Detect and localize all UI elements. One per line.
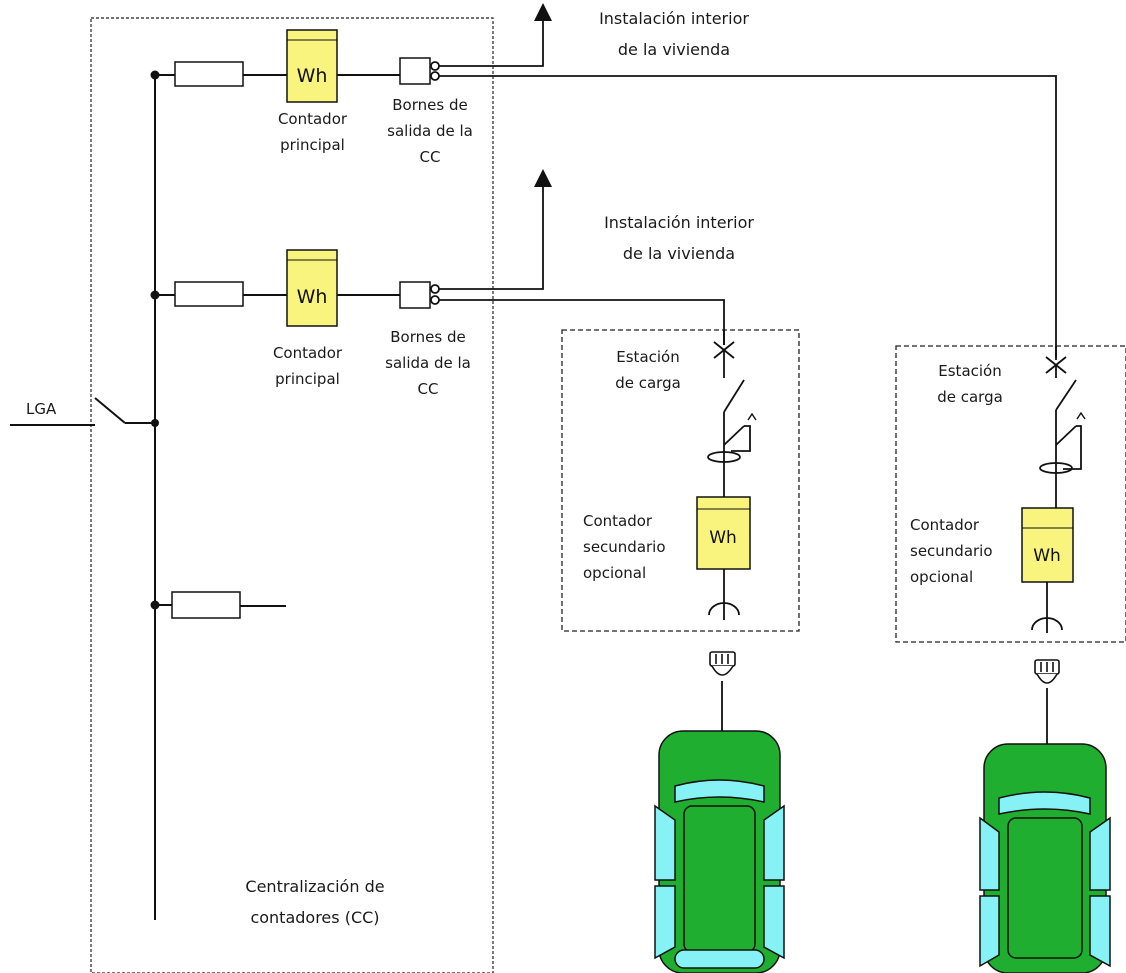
secondary-meter-label-line: opcional — [910, 568, 974, 586]
terminals-label-line: CC — [419, 148, 441, 166]
car-icon — [654, 730, 785, 973]
output-terminals — [399, 281, 431, 309]
station-label: Estación de carga — [920, 358, 1020, 410]
main-meter-label-line: principal — [280, 136, 345, 154]
cc-enclosure — [90, 17, 494, 973]
cc-label-line: Centralización de — [245, 877, 385, 896]
interior-label: Instalación interior de la vivienda — [570, 210, 788, 267]
main-meter-label: Contador principal — [240, 340, 375, 392]
meter-symbol: Wh — [297, 65, 328, 87]
main-meter-label-line: principal — [275, 370, 340, 388]
terminals-label-line: CC — [417, 380, 439, 398]
output-terminals — [399, 57, 431, 85]
terminals-label-line: salida de la — [385, 354, 471, 372]
secondary-meter: Wh — [696, 496, 751, 570]
main-meter: Wh — [286, 29, 338, 103]
meter-symbol: Wh — [709, 528, 737, 548]
vehicle-2 — [979, 659, 1111, 973]
terminals-label: Bornes de salida de la CC — [370, 92, 490, 170]
car-icon — [979, 743, 1111, 973]
interior-label-line: de la vivienda — [617, 40, 731, 59]
main-meter-label-line: Contador — [277, 110, 348, 128]
main-meter: Wh — [286, 249, 338, 327]
meter-symbol: Wh — [297, 286, 328, 308]
main-meter-label-line: Contador — [272, 344, 343, 362]
cc-label-line: contadores (CC) — [250, 908, 380, 927]
secondary-meter-label-line: Contador — [910, 516, 980, 534]
terminals-label-line: Bornes de — [390, 328, 466, 346]
fuse — [174, 61, 244, 87]
secondary-meter-label-line: secundario — [583, 538, 666, 556]
station-enclosure — [895, 345, 1126, 643]
supply-row-2: Wh — [150, 249, 440, 327]
fuse — [171, 591, 241, 619]
station-label-line: Estación — [616, 348, 680, 366]
interior-label: Instalación interior de la vivienda — [565, 6, 783, 63]
charging-station-2: Wh — [895, 345, 1126, 643]
busbar-node — [151, 419, 159, 427]
secondary-meter-label-line: secundario — [910, 542, 993, 560]
interior-label-line: Instalación interior — [599, 9, 749, 28]
charging-station-1: Wh — [561, 329, 800, 632]
station-label-line: Estación — [938, 362, 1002, 380]
secondary-meter-label: Contador secundario opcional — [583, 508, 666, 586]
terminals-label: Bornes de salida de la CC — [368, 324, 488, 402]
secondary-meter-label: Contador secundario opcional — [910, 512, 993, 590]
terminals-label-line: Bornes de — [392, 96, 468, 114]
lga-switch — [10, 397, 155, 426]
plug-icon — [1034, 659, 1060, 684]
plug-icon — [709, 651, 736, 676]
secondary-meter: Wh — [1021, 507, 1074, 583]
station-label: Estación de carga — [593, 344, 703, 396]
interior-label-line: de la vivienda — [622, 244, 736, 263]
interior-label-line: Instalación interior — [604, 213, 754, 232]
secondary-meter-label-line: Contador — [583, 512, 653, 530]
row-1-outputs — [439, 3, 1057, 360]
main-meter-label: Contador principal — [245, 106, 380, 158]
meter-symbol: Wh — [1033, 546, 1061, 566]
lga-label: LGA — [26, 400, 57, 418]
supply-row-3 — [150, 591, 286, 619]
station-enclosure — [561, 329, 800, 632]
terminals-label-line: salida de la — [387, 122, 473, 140]
supply-row-1: Wh — [150, 29, 440, 103]
fuse — [174, 281, 244, 307]
secondary-meter-label-line: opcional — [583, 564, 647, 582]
station-label-line: de carga — [615, 374, 681, 392]
cc-label: Centralización de contadores (CC) — [205, 874, 425, 931]
vehicle-1 — [654, 651, 785, 973]
station-label-line: de carga — [937, 388, 1003, 406]
